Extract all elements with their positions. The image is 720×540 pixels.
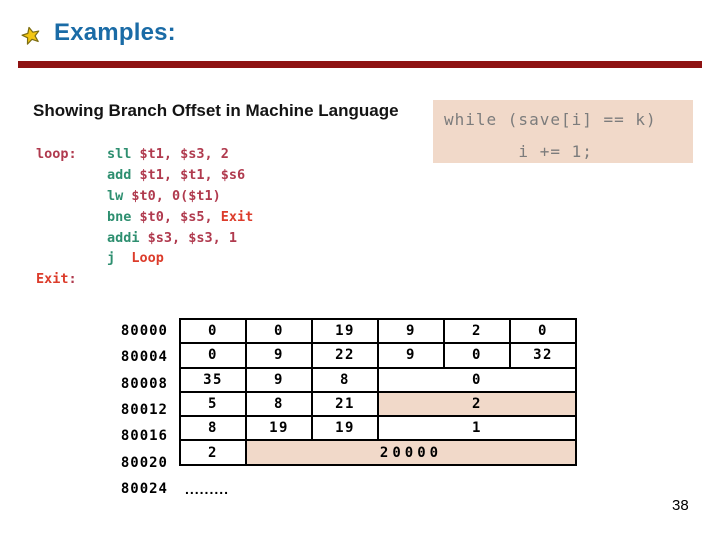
asm-mnemonic: bne (107, 208, 132, 225)
table-row: 8 19 19 1 (179, 415, 577, 442)
asm-mnemonic: sll (107, 146, 132, 162)
asm-line: Exit: (36, 269, 253, 290)
memory-cell: 19 (311, 317, 379, 345)
memory-cell: 8 (311, 366, 379, 393)
asm-mnemonic: j (107, 250, 116, 267)
asm-operands: $s3, $s3, 1 (139, 229, 238, 246)
table-row: 2 20000 (179, 439, 577, 466)
memory-cell: 0 (245, 317, 313, 345)
memory-cell: 8 (179, 415, 247, 442)
asm-mnemonic: lw (107, 187, 124, 204)
memory-ellipsis: ......... (185, 481, 230, 497)
memory-cell: 9 (245, 342, 313, 369)
c-code-line: i += 1; (444, 142, 593, 161)
memory-cell: 9 (377, 317, 445, 345)
table-row: 0 9 22 9 0 32 (179, 342, 577, 369)
asm-line: addi $s3, $s3, 1 (36, 228, 253, 249)
assembly-code-block: loop: sll $t1, $s3, 2 add $t1, $t1, $s6 l… (36, 144, 253, 290)
asm-jump-target: Loop (131, 250, 164, 267)
table-row: 5 8 21 2 (179, 390, 577, 418)
address-label: 80004 (120, 349, 168, 366)
table-row: 0 0 19 9 2 0 (179, 317, 577, 345)
asm-line: bne $t0, $s5, Exit (36, 207, 253, 228)
memory-cell: 0 (179, 342, 247, 369)
asm-exit-colon: : (68, 271, 77, 288)
asm-line: loop: sll $t1, $s3, 2 (36, 144, 253, 165)
asm-mnemonic: add (107, 166, 132, 183)
memory-cell: 35 (179, 366, 247, 393)
memory-cell-merged: 0 (377, 366, 577, 393)
page-number: 38 (672, 497, 689, 514)
memory-cell: 0 (509, 317, 577, 345)
asm-operands: $t0, 0($t1) (123, 187, 221, 204)
asm-operands: $t0, $s5, (131, 208, 221, 225)
c-code-line: while (save[i] == k) (444, 110, 657, 129)
address-label: 80024 (120, 481, 168, 497)
memory-cell-highlighted: 20000 (245, 439, 577, 466)
memory-cell: 8 (245, 390, 313, 418)
memory-cell: 9 (245, 366, 313, 393)
asm-branch-target: Exit (220, 208, 254, 225)
asm-operands (115, 250, 131, 266)
c-code-block: while (save[i] == k) i += 1; (433, 100, 693, 163)
memory-cell: 19 (245, 415, 313, 442)
section-heading: Showing Branch Offset in Machine Languag… (33, 101, 399, 120)
asm-mnemonic: addi (107, 229, 140, 246)
memory-cell: 2 (443, 317, 511, 345)
memory-cell-merged: 1 (377, 415, 577, 442)
title-divider-rule (18, 61, 702, 68)
memory-cell: 5 (179, 390, 247, 418)
asm-operands: $t1, $t1, $s6 (131, 166, 246, 183)
asm-line: j Loop (36, 248, 253, 269)
table-row: 35 9 8 0 (179, 366, 577, 393)
memory-cell: 2 (179, 439, 247, 466)
memory-cell: 22 (311, 342, 379, 369)
asm-operands: $t1, $s3, 2 (131, 146, 229, 162)
address-label: 80020 (120, 454, 168, 471)
machine-code-table: 0 0 19 9 2 0 0 9 22 9 0 32 35 9 8 0 5 8 … (179, 317, 577, 466)
memory-address-column: 80000 80004 80008 80012 80016 80020 (106, 318, 168, 476)
page-title: Examples: (54, 19, 176, 46)
memory-cell: 0 (179, 317, 247, 345)
address-label: 80000 (120, 323, 168, 340)
memory-cell: 21 (311, 390, 379, 418)
memory-cell: 0 (443, 342, 511, 369)
memory-cell: 32 (509, 342, 577, 369)
memory-cell-highlighted: 2 (377, 390, 577, 418)
asm-line: lw $t0, 0($t1) (36, 186, 253, 207)
asm-line: add $t1, $t1, $s6 (36, 165, 253, 186)
memory-cell: 9 (377, 342, 445, 369)
address-label: 80008 (120, 375, 168, 392)
asm-loop-label: loop: (36, 146, 77, 162)
gold-star-icon (21, 26, 40, 45)
memory-cell: 19 (311, 415, 379, 442)
asm-exit-label: Exit (36, 271, 69, 288)
address-label: 80016 (120, 428, 168, 445)
address-label: 80012 (120, 402, 168, 419)
